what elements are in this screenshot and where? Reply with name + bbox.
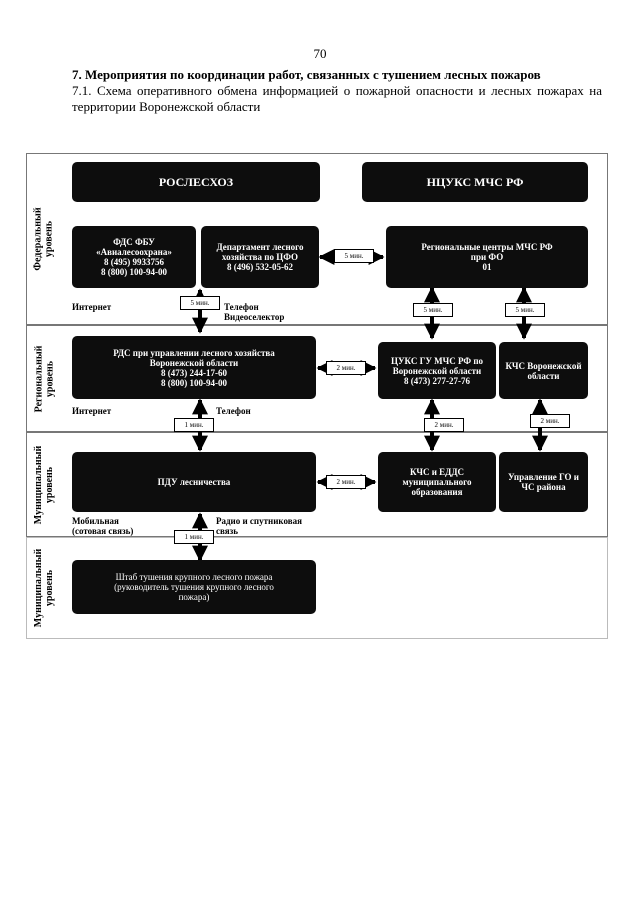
regional-level-frame [26,325,608,432]
regional-centers-block: Региональные центры МЧС РФ при ФО 01 [386,226,588,288]
time-tag-4: 5 мин. [505,303,545,317]
ncuks-block: НЦУКС МЧС РФ [362,162,588,202]
rds-block: РДС при управлении лесного хозяйства Вор… [72,336,316,399]
pdu-block: ПДУ лесничества [72,452,316,512]
shtab-block: Штаб тушения крупного лесного пожара (ру… [72,560,316,614]
time-tag-3: 5 мин. [413,303,453,317]
label-internet-federal: Интернет [72,302,112,312]
department-block: Департамент лесного хозяйства по ЦФО 8 (… [201,226,319,288]
section-heading: 7. Мероприятия по координации работ, свя… [72,67,541,82]
cuks-block: ЦУКС ГУ МЧС РФ по Воронежской области 8 … [378,342,496,399]
subsection-heading: 7.1. Схема оперативного обмена информаци… [72,83,602,114]
time-tag-1: 5 мин. [334,249,374,263]
time-tag-6: 1 мин. [174,418,214,432]
municipal-level-frame [26,432,608,537]
fds-block: ФДС ФБУ «Авиалесоохрана» 8 (495) 9933756… [72,226,196,288]
kchs-voronezh-block: КЧС Воронежской области [499,342,588,399]
time-tag-8: 2 мин. [530,414,570,428]
upr-go-block: Управление ГО и ЧС района [499,452,588,512]
federal-level-frame [26,153,608,325]
time-tag-5: 2 мин. [326,361,366,375]
page-number: 70 [313,46,327,61]
time-tag-10: 1 мин. [174,530,214,544]
time-tag-7: 2 мин. [424,418,464,432]
time-tag-9: 2 мин. [326,475,366,489]
roslesxoz-block: РОСЛЕСХОЗ [72,162,320,202]
time-tag-2: 5 мин. [180,296,220,310]
label-radio: Радио и спутниковая связь [216,516,302,536]
municipal-level-frame-2 [26,537,608,639]
label-internet-regional: Интернет [72,406,112,416]
kchs-edds-block: КЧС и ЕДДС муниципального образования [378,452,496,512]
label-phone-video: Телефон Видеоселектор [224,302,285,322]
label-mobile: Мобильная (сотовая связь) [72,516,134,536]
label-phone-regional: Телефон [216,406,251,416]
